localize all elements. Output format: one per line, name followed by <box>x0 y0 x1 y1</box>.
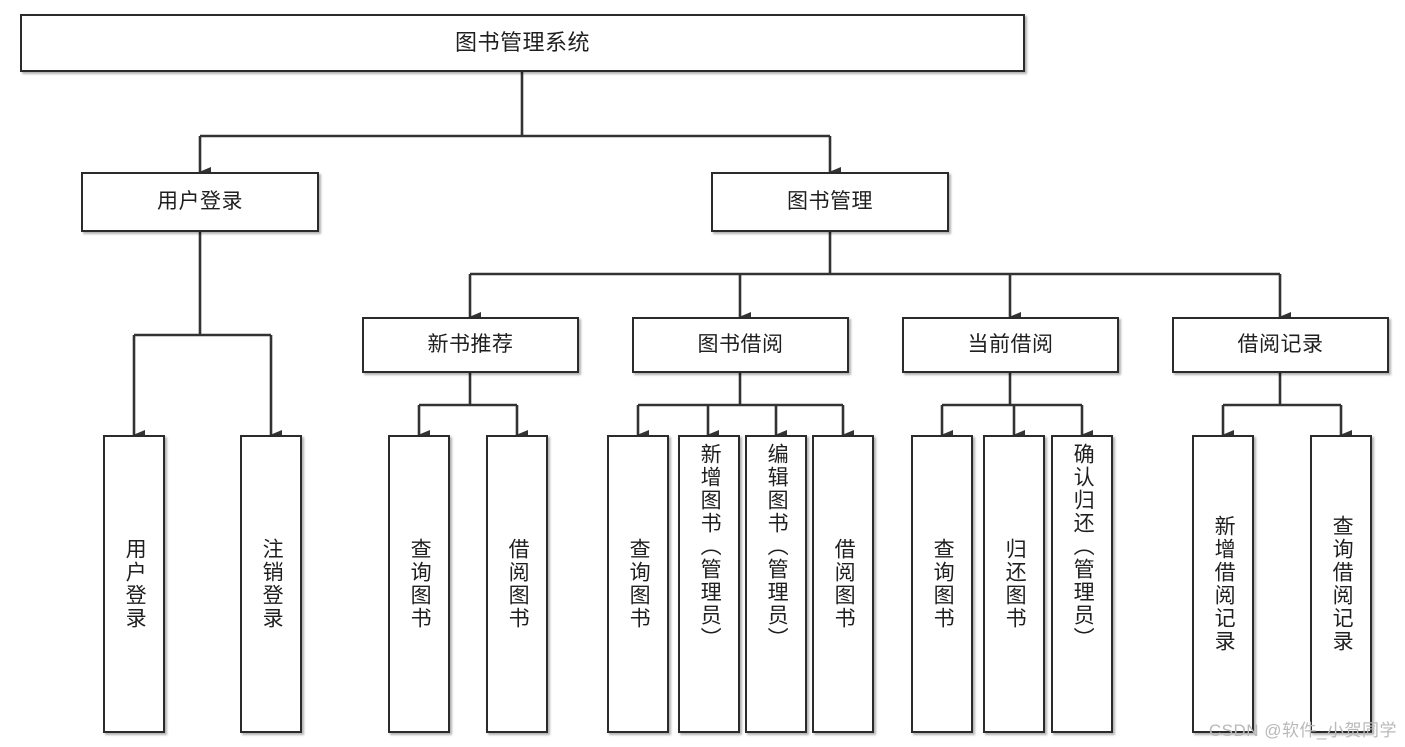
node-root-system[interactable]: 图书管理系统 <box>20 14 1025 72</box>
node-label: 图书管理 <box>787 189 873 213</box>
node-leaf-query-book-3[interactable]: 查询图书 <box>911 435 973 733</box>
node-label: 当前借阅 <box>967 332 1054 356</box>
node-label: 图书借阅 <box>697 332 784 356</box>
node-label: 归还图书 <box>1003 538 1027 630</box>
watermark-text: CSDN @软件_小贺同学 <box>1208 721 1397 740</box>
node-label: 用户登录 <box>123 538 147 630</box>
node-label: 编辑图书（管理员） <box>765 443 789 650</box>
node-label: 新增图书（管理员） <box>698 443 722 650</box>
node-leaf-query-record[interactable]: 查询借阅记录 <box>1310 435 1372 733</box>
node-leaf-user-login[interactable]: 用户登录 <box>103 435 165 733</box>
node-label: 借阅图书 <box>506 538 530 630</box>
node-label: 注销登录 <box>260 538 284 630</box>
node-label: 新增借阅记录 <box>1212 515 1236 653</box>
node-label: 借阅图书 <box>832 538 856 630</box>
node-leaf-add-record[interactable]: 新增借阅记录 <box>1192 435 1254 733</box>
node-leaf-query-book-1[interactable]: 查询图书 <box>388 435 450 733</box>
node-label: 确认归还（管理员） <box>1071 443 1095 650</box>
node-label: 查询图书 <box>931 538 955 630</box>
node-borrow-record[interactable]: 借阅记录 <box>1172 317 1389 373</box>
node-label: 图书管理系统 <box>454 29 590 55</box>
node-label: 查询借阅记录 <box>1330 515 1354 653</box>
node-label: 查询图书 <box>627 538 651 630</box>
node-leaf-add-book[interactable]: 新增图书（管理员） <box>678 435 740 733</box>
node-leaf-confirm-return[interactable]: 确认归还（管理员） <box>1051 435 1113 733</box>
node-label: 新书推荐 <box>427 332 514 356</box>
node-leaf-borrow-book-1[interactable]: 借阅图书 <box>486 435 548 733</box>
node-current-borrow[interactable]: 当前借阅 <box>902 317 1119 373</box>
node-label: 查询图书 <box>408 538 432 630</box>
node-leaf-edit-book[interactable]: 编辑图书（管理员） <box>745 435 807 733</box>
node-leaf-query-book-2[interactable]: 查询图书 <box>607 435 669 733</box>
node-label: 用户登录 <box>157 189 243 213</box>
node-leaf-borrow-book-2[interactable]: 借阅图书 <box>812 435 874 733</box>
node-label: 借阅记录 <box>1237 332 1324 356</box>
node-book-borrow[interactable]: 图书借阅 <box>632 317 849 373</box>
node-book-manage[interactable]: 图书管理 <box>711 172 949 232</box>
node-leaf-user-logout[interactable]: 注销登录 <box>240 435 302 733</box>
node-user-login[interactable]: 用户登录 <box>81 172 319 232</box>
node-new-book-recommend[interactable]: 新书推荐 <box>362 317 579 373</box>
connector-lines <box>132 72 1352 440</box>
node-leaf-return-book[interactable]: 归还图书 <box>983 435 1045 733</box>
